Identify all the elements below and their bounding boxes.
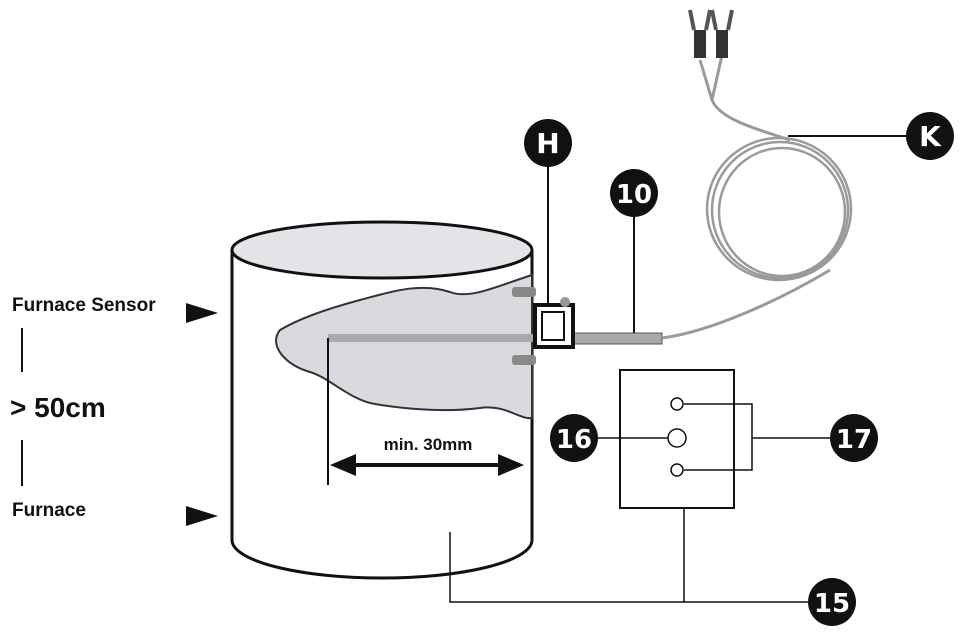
mounting-flange: [512, 287, 575, 365]
callout-h: H: [524, 119, 572, 167]
callout-10-text: 10: [616, 180, 652, 210]
cutaway-region: [275, 273, 533, 420]
bolt-top: [512, 287, 536, 297]
min-depth-label: min. 30mm: [384, 435, 473, 454]
distance-label: > 50cm: [10, 392, 106, 423]
callout-16-text: 16: [556, 425, 592, 455]
controller-leaders: [449, 403, 830, 603]
furnace-label: Furnace: [12, 500, 86, 521]
spade-connector-right: [710, 9, 734, 58]
cable-lead-branch: [710, 54, 724, 101]
probe-sheath: [569, 332, 663, 345]
screw-icon: [560, 297, 570, 307]
indicator-led-top: [670, 397, 684, 411]
callout-15-text: 15: [814, 589, 850, 619]
callout-17-text: 17: [836, 425, 872, 455]
sensor-cable: [661, 268, 831, 340]
spade-connector-left: [688, 9, 712, 58]
callout-10: 10: [610, 169, 658, 217]
bolt-bottom: [512, 355, 536, 365]
callout-15-badge: [808, 578, 856, 626]
controller-box: [619, 369, 735, 509]
cylinder-top: [230, 220, 534, 280]
callout-h-badge: [524, 119, 572, 167]
cable-lead: [698, 59, 791, 142]
callout-h-text: H: [536, 127, 559, 160]
indicator-led-center: [667, 428, 687, 448]
furnace-arrow: [186, 506, 218, 526]
callout-16-badge: [550, 414, 598, 462]
callout-17-badge: [830, 414, 878, 462]
callout-15: 15: [808, 578, 856, 626]
callout-k: K: [906, 112, 954, 160]
callout-k-badge: [906, 112, 954, 160]
callout-17: 17: [830, 414, 878, 462]
callout-16: 16: [550, 414, 598, 462]
depth-dimension-arrow: [330, 454, 524, 476]
callout-k-text: K: [919, 120, 942, 153]
cable-coil: [705, 136, 853, 282]
callout-10-badge: [610, 169, 658, 217]
leader-lines: [547, 135, 910, 333]
furnace-sensor-arrow: [186, 303, 218, 323]
indicator-led-bottom: [670, 463, 684, 477]
furnace-sensor-label: Furnace Sensor: [12, 295, 156, 316]
